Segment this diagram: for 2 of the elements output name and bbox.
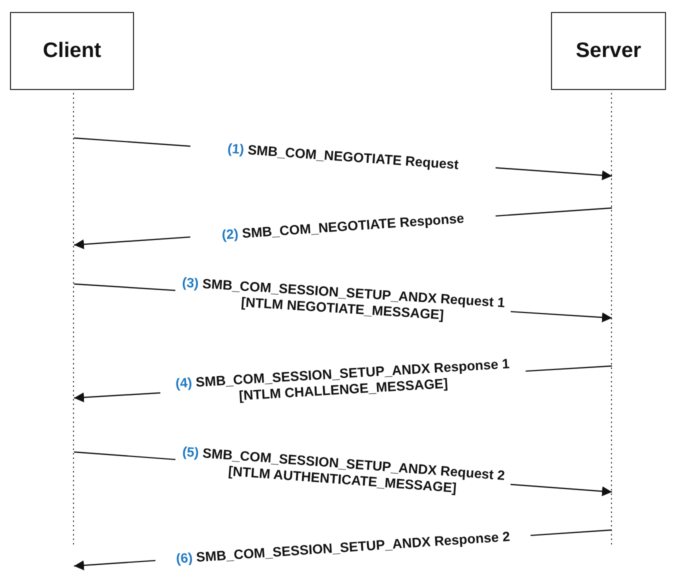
participant-name: Client [42,39,102,63]
participant-name: Server [576,39,642,63]
